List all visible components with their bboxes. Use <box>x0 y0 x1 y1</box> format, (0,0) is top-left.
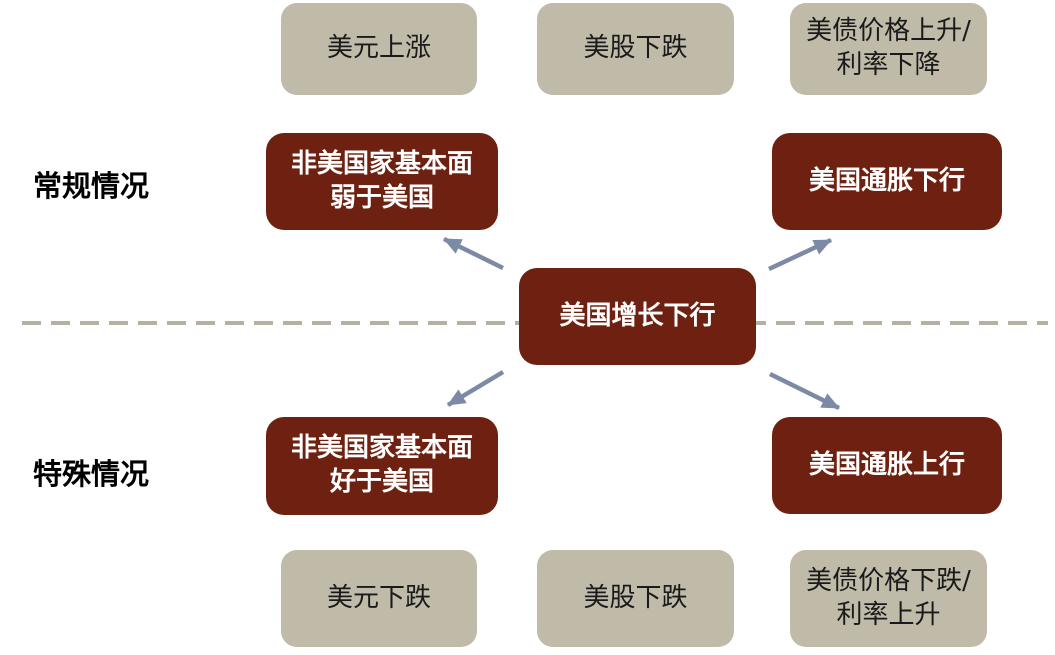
node-non-us-fundamentals-weaker: 非美国家基本面 弱于美国 <box>266 133 498 230</box>
node-label: 美国增长下行 <box>559 300 716 331</box>
node-label-line1: 美债价格下跌/ <box>806 565 971 596</box>
row-label-normal: 常规情况 <box>33 169 150 203</box>
node-label: 美国通胀上行 <box>808 449 965 480</box>
node-label-line1: 非美国家基本面 <box>290 148 473 179</box>
node-usd-rises: 美元上涨 <box>281 3 477 95</box>
node-label-line1: 非美国家基本面 <box>290 433 473 464</box>
node-label-line2: 利率下降 <box>836 50 941 80</box>
node-stocks-fall-bottom: 美股下跌 <box>537 550 734 647</box>
node-us-growth-down-center: 美国增长下行 <box>519 268 756 365</box>
node-label: 美国通胀下行 <box>808 165 965 196</box>
node-label: 美股下跌 <box>583 582 688 613</box>
arrow-center-to-upper-left-icon <box>443 236 504 271</box>
node-us-inflation-down: 美国通胀下行 <box>772 133 1002 230</box>
node-label: 美元下跌 <box>326 582 431 613</box>
node-label-line2: 好于美国 <box>329 467 434 497</box>
node-usd-falls: 美元下跌 <box>281 550 477 647</box>
node-label-line1: 美债价格上升/ <box>806 16 971 47</box>
arrow-center-to-lower-left-icon <box>446 370 505 407</box>
node-non-us-fundamentals-better: 非美国家基本面 好于美国 <box>266 417 498 515</box>
node-label: 美股下跌 <box>583 33 688 64</box>
arrow-center-to-upper-right-icon <box>768 237 832 272</box>
row-label-special: 特殊情况 <box>33 457 150 491</box>
node-stocks-fall-top: 美股下跌 <box>537 3 734 95</box>
node-label-line2: 弱于美国 <box>329 182 434 213</box>
node-label: 美元上涨 <box>326 33 431 64</box>
arrow-center-to-lower-right-icon <box>769 371 840 411</box>
node-us-inflation-up: 美国通胀上行 <box>772 417 1002 514</box>
node-bond-prices-rise-rates-fall: 美债价格上升/ 利率下降 <box>790 3 987 95</box>
node-label-line2: 利率上升 <box>836 599 941 630</box>
node-bond-prices-fall-rates-rise: 美债价格下跌/ 利率上升 <box>790 550 987 647</box>
